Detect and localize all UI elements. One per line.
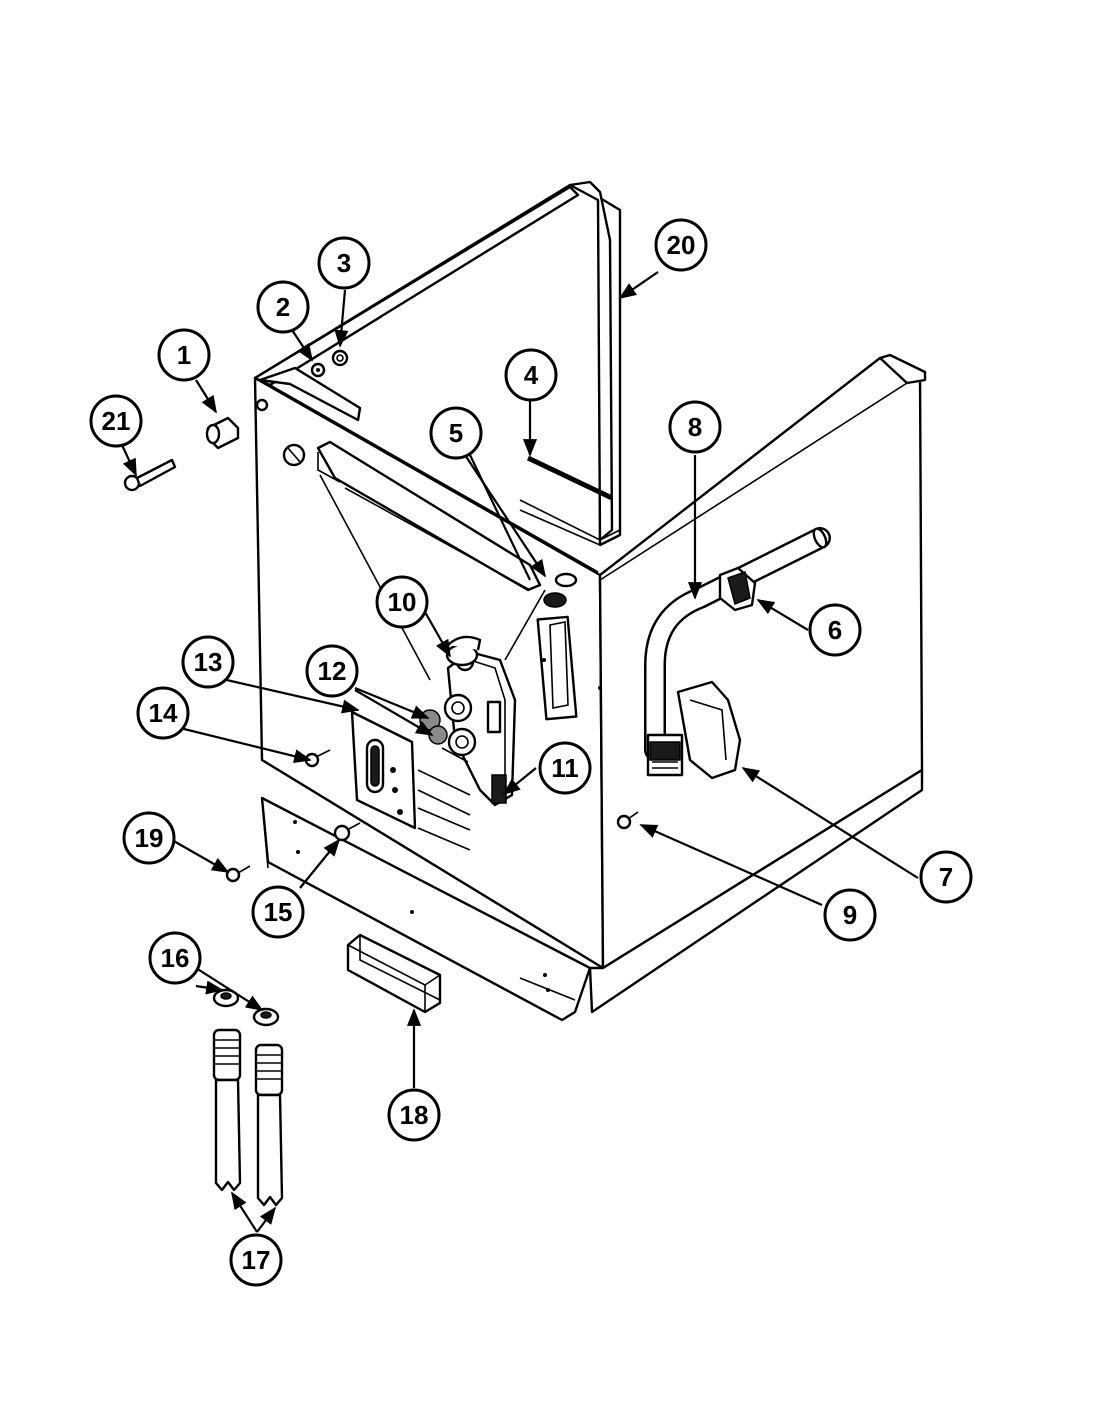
callout-18: 18 [387, 1088, 441, 1142]
svg-text:5: 5 [449, 418, 463, 448]
svg-text:6: 6 [828, 615, 842, 645]
svg-text:1: 1 [177, 340, 191, 370]
right-side-panel [598, 356, 924, 970]
screw-19 [225, 865, 251, 883]
hose-17a [212, 1028, 242, 1192]
svg-text:17: 17 [242, 1245, 271, 1275]
callout-16: 16 [148, 931, 202, 985]
svg-text:4: 4 [524, 360, 539, 390]
svg-text:7: 7 [939, 862, 953, 892]
callout-14: 14 [136, 686, 190, 740]
svg-text:2: 2 [276, 292, 290, 322]
callout-19: 19 [122, 811, 176, 865]
svg-text:3: 3 [337, 248, 351, 278]
bracket-plate [350, 710, 471, 851]
callout-11: 11 [538, 741, 592, 795]
callout-21: 21 [89, 394, 143, 448]
screw-21 [123, 458, 177, 492]
bracket-18 [346, 933, 442, 1014]
callout-2: 2 [256, 280, 310, 334]
callout-12: 12 [305, 644, 359, 698]
callout-10: 10 [375, 575, 429, 629]
bushing-part [205, 416, 240, 450]
svg-text:21: 21 [102, 406, 131, 436]
hose-17b [254, 1043, 284, 1207]
svg-text:18: 18 [400, 1100, 429, 1130]
screw-15 [333, 822, 361, 842]
svg-text:12: 12 [318, 656, 347, 686]
svg-text:14: 14 [149, 698, 178, 728]
callout-13: 13 [181, 635, 235, 689]
svg-text:10: 10 [388, 587, 417, 617]
callout-9: 9 [823, 888, 877, 942]
callout-15: 15 [251, 885, 305, 939]
svg-text:20: 20 [667, 230, 696, 260]
callout-20: 20 [654, 218, 708, 272]
callout-6: 6 [808, 603, 862, 657]
washer-16b [252, 1007, 280, 1027]
svg-text:16: 16 [161, 943, 190, 973]
valve-assembly [646, 680, 742, 780]
callout-17: 17 [229, 1233, 283, 1287]
callout-8: 8 [668, 400, 722, 454]
rod-part [526, 455, 614, 501]
leader-lines [121, 271, 919, 1233]
svg-text:8: 8 [688, 412, 702, 442]
cap-part [445, 635, 482, 667]
svg-text:13: 13 [194, 647, 223, 677]
callout-4: 4 [504, 348, 558, 402]
washer-2 [310, 362, 326, 378]
clip-part [718, 566, 757, 612]
callout-5: 5 [429, 406, 483, 460]
screw-9 [616, 811, 639, 830]
callouts: 1 2 3 4 5 6 7 8 9 10 11 12 13 14 15 16 1… [89, 218, 973, 1287]
svg-text:9: 9 [843, 900, 857, 930]
callout-3: 3 [317, 236, 371, 290]
callout-1: 1 [157, 328, 211, 382]
svg-text:11: 11 [551, 753, 579, 783]
callout-7: 7 [919, 850, 973, 904]
cabinet [253, 180, 927, 1022]
svg-text:15: 15 [264, 897, 293, 927]
nut-3 [331, 349, 349, 367]
svg-text:19: 19 [135, 823, 164, 853]
